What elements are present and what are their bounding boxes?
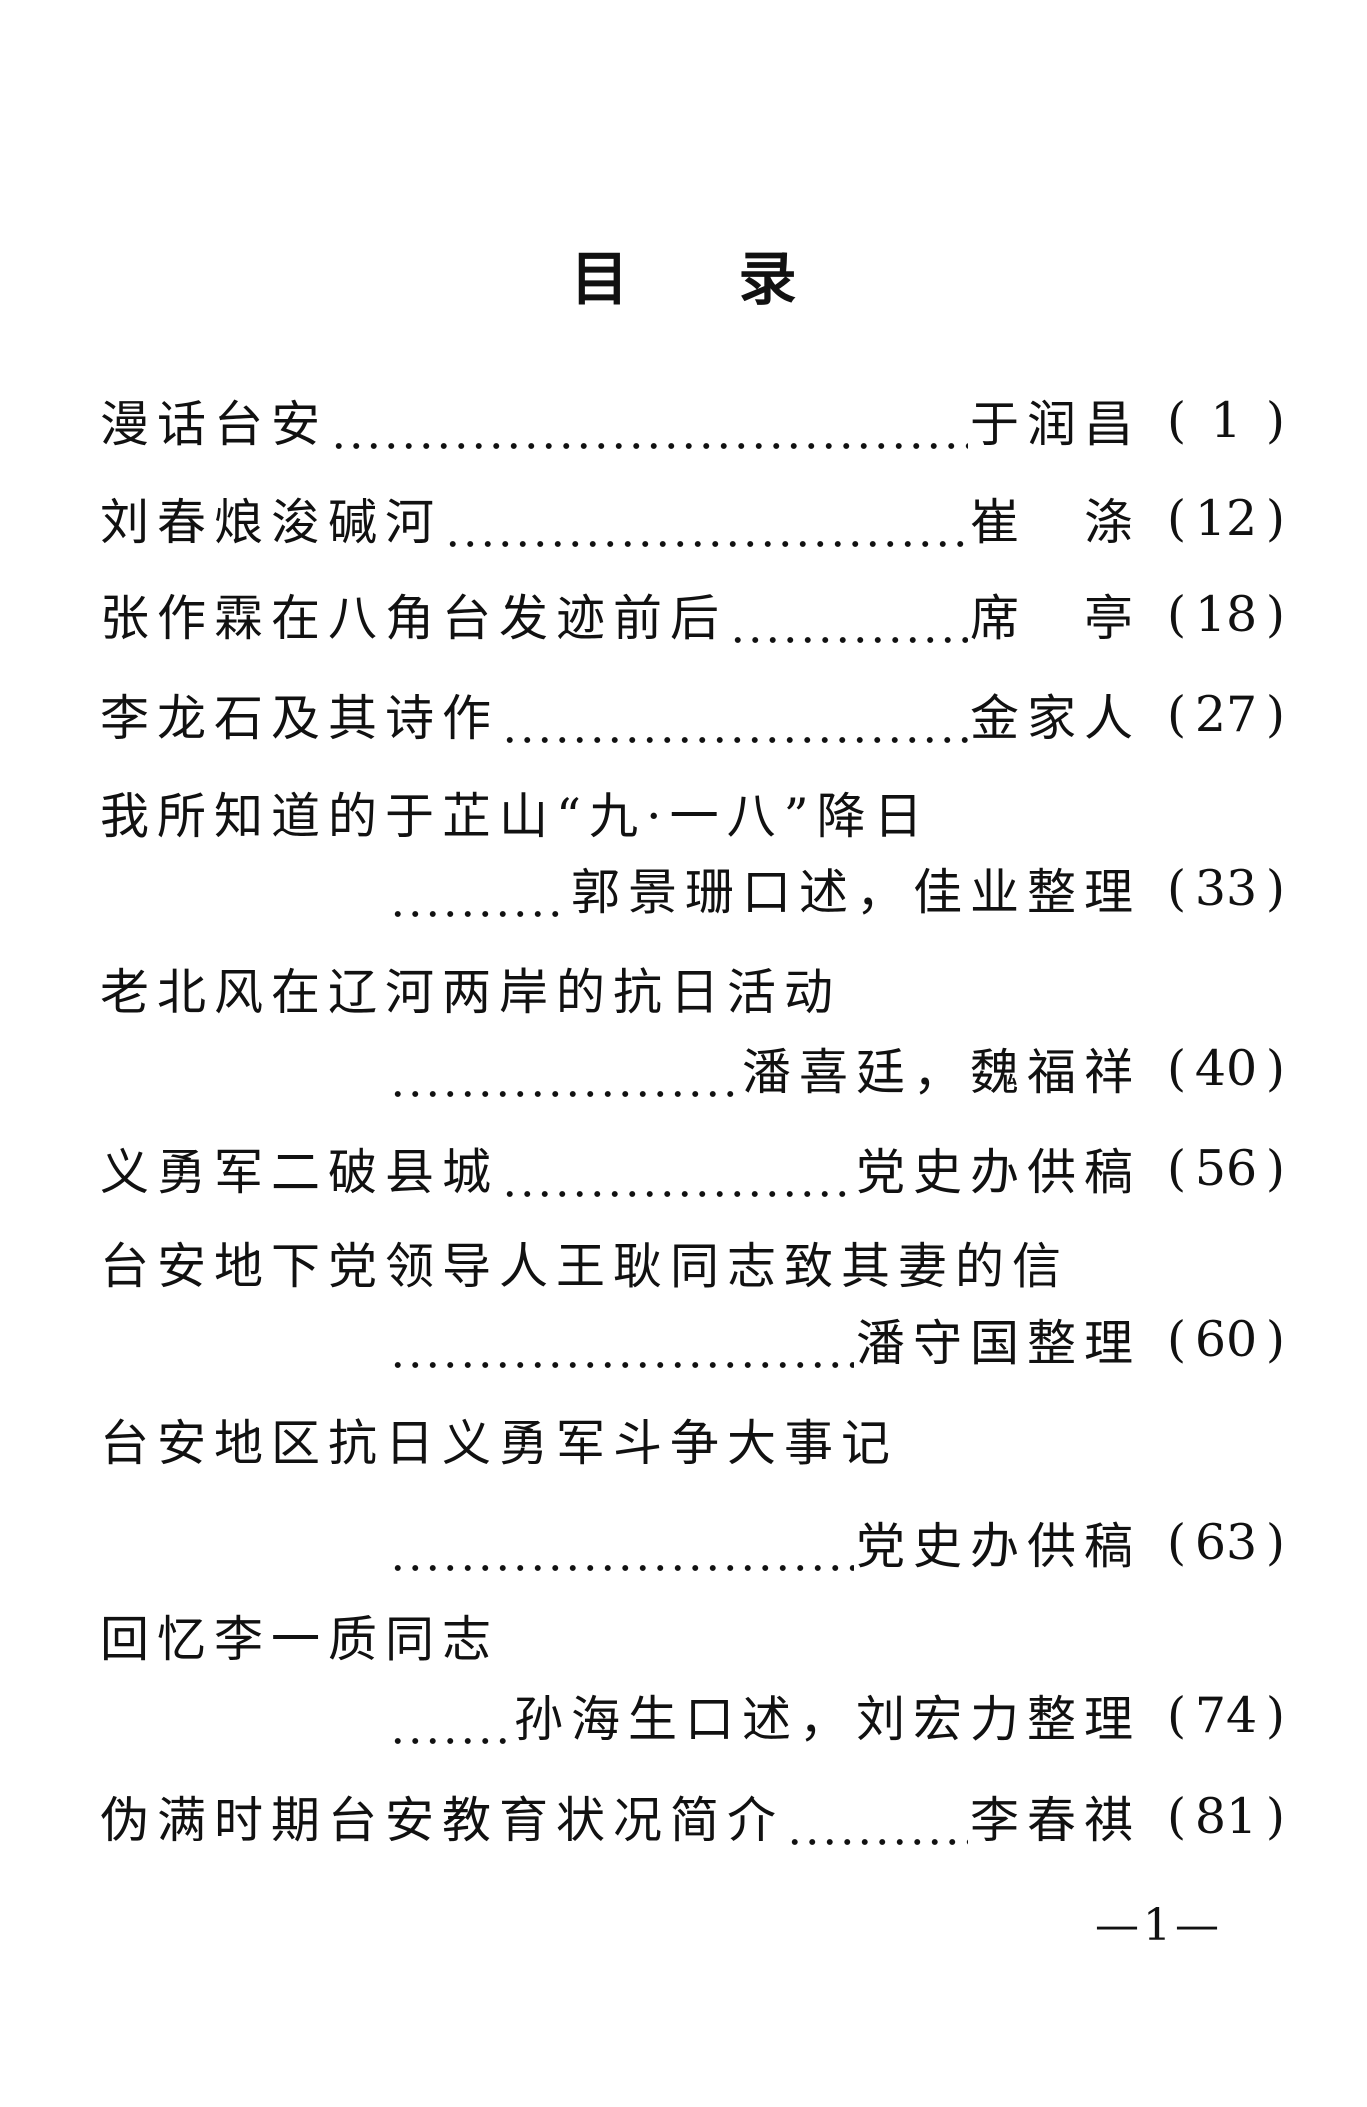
toc-entry-title-line[interactable]: 回忆李一质同志 — [100, 1600, 1285, 1670]
leader-dots — [330, 385, 968, 455]
entry-author: 潘守国整理 — [855, 1314, 1141, 1372]
toc-entry[interactable]: 李龙石及其诗作 金家人 (27) — [100, 679, 1285, 749]
entry-author: 孙海生口述，刘宏力整理 — [513, 1690, 1141, 1748]
leader-dots — [389, 1304, 854, 1374]
toc-entry[interactable]: 张作霖在八角台发迹前后 席 亭 (18) — [100, 579, 1285, 649]
entry-page: (27) — [1167, 685, 1285, 743]
toc-entry[interactable]: 义勇军二破县城 党史办供稿 (56) — [100, 1133, 1285, 1203]
entry-author: 于润昌 — [969, 395, 1141, 453]
leader-dots — [444, 483, 968, 553]
entry-author: 郭景珊口述，佳业整理 — [570, 863, 1141, 921]
entry-title: 李龙石及其诗作 — [100, 689, 500, 747]
entry-title: 回忆李一质同志 — [100, 1610, 500, 1668]
title-char: 目 — [570, 245, 739, 313]
entry-title: 老北风在辽河两岸的抗日活动 — [100, 963, 842, 1021]
toc-entry-title-line[interactable]: 老北风在辽河两岸的抗日活动 — [100, 953, 1285, 1023]
entry-title: 台安地区抗日义勇军斗争大事记 — [100, 1414, 899, 1472]
entry-author: 党史办供稿 — [855, 1517, 1141, 1575]
toc-entry[interactable]: 刘春烺浚碱河 崔 涤 (12) — [100, 483, 1285, 553]
entry-title: 我所知道的于芷山“九·一八”降日 — [100, 787, 931, 845]
entry-title: 义勇军二破县城 — [100, 1143, 500, 1201]
toc-entry-author-line[interactable]: 潘守国整理 (60) — [387, 1304, 1285, 1374]
entry-page: (81) — [1167, 1787, 1285, 1845]
entry-author: 崔 涤 — [969, 493, 1141, 551]
entry-author: 席 亭 — [969, 589, 1141, 647]
entry-title: 张作霖在八角台发迹前后 — [100, 589, 728, 647]
toc-entry-title-line[interactable]: 我所知道的于芷山“九·一八”降日 — [100, 777, 1285, 847]
entry-title: 伪满时期台安教育状况简介 — [100, 1791, 785, 1849]
entry-author: 党史办供稿 — [855, 1143, 1141, 1201]
toc-entry-title-line[interactable]: 台安地下党领导人王耿同志致其妻的信 — [100, 1227, 1285, 1297]
leader-dots — [786, 1781, 968, 1851]
entry-page: (56) — [1167, 1139, 1285, 1197]
toc-entry-author-line[interactable]: 党史办供稿 (63) — [387, 1507, 1285, 1577]
toc-entry-title-line[interactable]: 台安地区抗日义勇军斗争大事记 — [100, 1404, 1285, 1474]
title-char: 录 — [738, 245, 907, 313]
entry-title: 台安地下党领导人王耿同志致其妻的信 — [100, 1237, 1070, 1295]
entry-page: (12) — [1167, 489, 1285, 547]
toc-entry-author-line[interactable]: 潘喜廷，魏福祥 (40) — [387, 1033, 1285, 1103]
entry-page: (63) — [1167, 1513, 1285, 1571]
entry-page: (40) — [1167, 1039, 1285, 1097]
entry-page: (33) — [1167, 859, 1285, 917]
toc-entry-author-line[interactable]: 郭景珊口述，佳业整理 (33) — [387, 853, 1285, 923]
entry-page: (1) — [1167, 391, 1285, 449]
leader-dots — [501, 679, 968, 749]
entry-page: (74) — [1167, 1686, 1285, 1744]
leader-dots — [389, 1033, 740, 1103]
entry-page: (18) — [1167, 585, 1285, 643]
toc-entry-author-line[interactable]: 孙海生口述，刘宏力整理 (74) — [387, 1680, 1285, 1750]
leader-dots — [389, 1680, 512, 1750]
entry-author: 潘喜廷，魏福祥 — [741, 1043, 1141, 1101]
leader-dots — [501, 1133, 854, 1203]
entry-author: 金家人 — [969, 689, 1141, 747]
entry-author: 李春祺 — [969, 1791, 1141, 1849]
leader-dots — [389, 853, 569, 923]
toc-entry[interactable]: 漫话台安 于润昌 (1) — [100, 385, 1285, 455]
leader-dots — [389, 1507, 854, 1577]
entry-title: 刘春烺浚碱河 — [100, 493, 443, 551]
page-title: 目录 — [0, 232, 1367, 316]
entry-page: (60) — [1167, 1310, 1285, 1368]
page-number: —1— — [1095, 1900, 1223, 1951]
toc-entry[interactable]: 伪满时期台安教育状况简介 李春祺 (81) — [100, 1781, 1285, 1851]
leader-dots — [729, 579, 968, 649]
entry-title: 漫话台安 — [100, 395, 329, 453]
